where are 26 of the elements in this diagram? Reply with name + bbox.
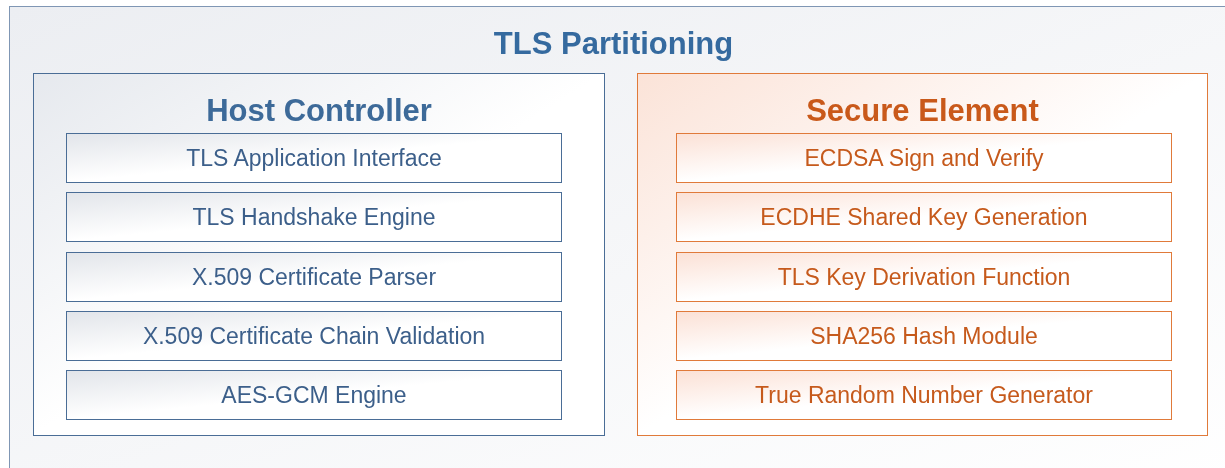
module-box: [66, 311, 562, 361]
module-label: X.509 Certificate Chain Validation: [142, 321, 486, 351]
panel-heading: Secure Element: [806, 93, 1039, 128]
module-box: [66, 192, 562, 242]
module-label: AES-GCM Engine: [221, 380, 407, 410]
module-label: TLS Handshake Engine: [192, 202, 436, 232]
module-label: TLS Key Derivation Function: [777, 262, 1071, 292]
panel-heading: Host Controller: [206, 93, 432, 128]
module-box: [676, 370, 1172, 420]
module-label: TLS Application Interface: [186, 143, 442, 173]
module-label: ECDHE Shared Key Generation: [760, 202, 1088, 232]
module-box: [66, 370, 562, 420]
module-box: [676, 192, 1172, 242]
module-box: [66, 133, 562, 183]
module-label: True Random Number Generator: [755, 380, 1093, 410]
module-label: SHA256 Hash Module: [810, 321, 1038, 351]
diagram-frame: [9, 6, 1225, 468]
module-label: X.509 Certificate Parser: [191, 262, 437, 292]
module-box: [676, 133, 1172, 183]
component-panel: [637, 73, 1208, 436]
module-label: ECDSA Sign and Verify: [804, 143, 1044, 173]
module-box: [66, 252, 562, 302]
module-box: [676, 252, 1172, 302]
component-panel: [33, 73, 605, 436]
module-box: [676, 311, 1172, 361]
frame-label: TLS Partitioning: [493, 26, 734, 61]
